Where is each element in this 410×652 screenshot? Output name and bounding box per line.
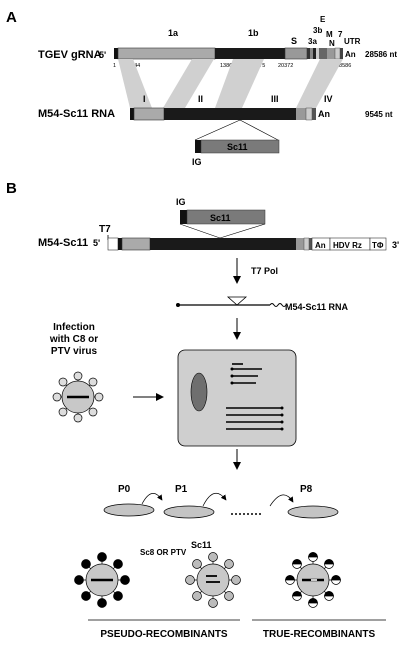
true-recombinant-virion	[285, 552, 341, 608]
gene-7-label: 7	[338, 30, 343, 39]
progeny-virion-sc11	[185, 552, 241, 608]
infected-cell	[177, 349, 297, 447]
ig-label-b: IG	[176, 197, 186, 207]
passage-p8-label: P8	[300, 484, 313, 495]
t-phi-label: TΦ	[372, 241, 384, 250]
helper-virus	[52, 371, 104, 423]
passage-dishes	[103, 492, 339, 519]
passage-p0-label: P0	[118, 484, 131, 495]
construct-name: M54-Sc11	[38, 237, 88, 249]
ig-label-a: IG	[192, 157, 202, 167]
rna-product-label: M54-Sc11 RNA	[285, 302, 349, 312]
sc11-label-b: Sc11	[210, 213, 231, 223]
construct-polya: An	[315, 241, 326, 250]
sc11-label-a: Sc11	[227, 142, 248, 152]
genome-5prime: 5'	[99, 50, 106, 60]
gene-3b-label: 3b	[313, 26, 322, 35]
minigenome-bar	[130, 107, 316, 121]
t7-promoter-label: T7	[99, 224, 111, 235]
t7-pol-label: T7 Pol	[251, 266, 278, 276]
progeny-virion-helper	[74, 552, 130, 608]
sc11-insert-b	[180, 209, 266, 225]
pos-1: 1	[113, 63, 116, 69]
gene-s-label: S	[291, 36, 297, 46]
gene-1b-label: 1b	[248, 28, 259, 38]
gene-n-label: N	[329, 39, 335, 48]
construct-bar	[107, 237, 387, 251]
construct-5prime: 5'	[93, 238, 100, 248]
infection-text-line2: with C8 or	[49, 334, 98, 345]
genome-polya: An	[345, 50, 356, 59]
deletion-mapping	[118, 59, 343, 108]
pseudo-recombinants-label: PSEUDO-RECOMBINANTS	[100, 629, 228, 640]
passage-p1-label: P1	[175, 484, 188, 495]
minigenome-length: 9545 nt	[365, 110, 393, 119]
true-recombinants-label: TRUE-RECOMBINANTS	[263, 629, 376, 640]
panel-b-label: B	[6, 180, 17, 197]
sc11-insert-a	[195, 139, 280, 154]
infection-text-line3: PTV virus	[51, 346, 98, 357]
insert-callout	[194, 119, 279, 141]
gene-m-label: M	[326, 30, 333, 39]
virion-sc11-label: Sc11	[191, 540, 212, 550]
region-I-label: I	[143, 94, 146, 104]
region-III-label: III	[271, 94, 279, 104]
panel-a-label: A	[6, 9, 17, 26]
gene-e-label: E	[320, 15, 326, 24]
region-II-label: II	[198, 94, 203, 104]
gene-1a-label: 1a	[168, 28, 179, 38]
hdv-ribozyme-label: HDV Rz	[333, 241, 362, 250]
virion-sc8-label: Sc8 OR PTV	[140, 548, 187, 557]
rna-transcript	[176, 296, 287, 307]
region-IV-label: IV	[324, 94, 333, 104]
pos-13862: 13862	[220, 63, 235, 69]
genome-name: TGEV gRNA	[38, 49, 102, 61]
genome-length: 28586 nt	[365, 50, 397, 59]
pos-28586: 28586	[336, 63, 351, 69]
gene-utr-label: UTR	[344, 37, 361, 46]
infection-text-line1: Infection	[53, 322, 95, 333]
minigenome-name: M54-Sc11 RNA	[38, 108, 115, 120]
construct-3prime: 3'	[392, 240, 399, 250]
minigenome-polya: An	[318, 109, 330, 119]
pos-20372: 20372	[278, 63, 293, 69]
insert-callout-b	[179, 223, 266, 239]
genome-bar	[114, 47, 343, 60]
gene-3a-label: 3a	[308, 37, 317, 46]
